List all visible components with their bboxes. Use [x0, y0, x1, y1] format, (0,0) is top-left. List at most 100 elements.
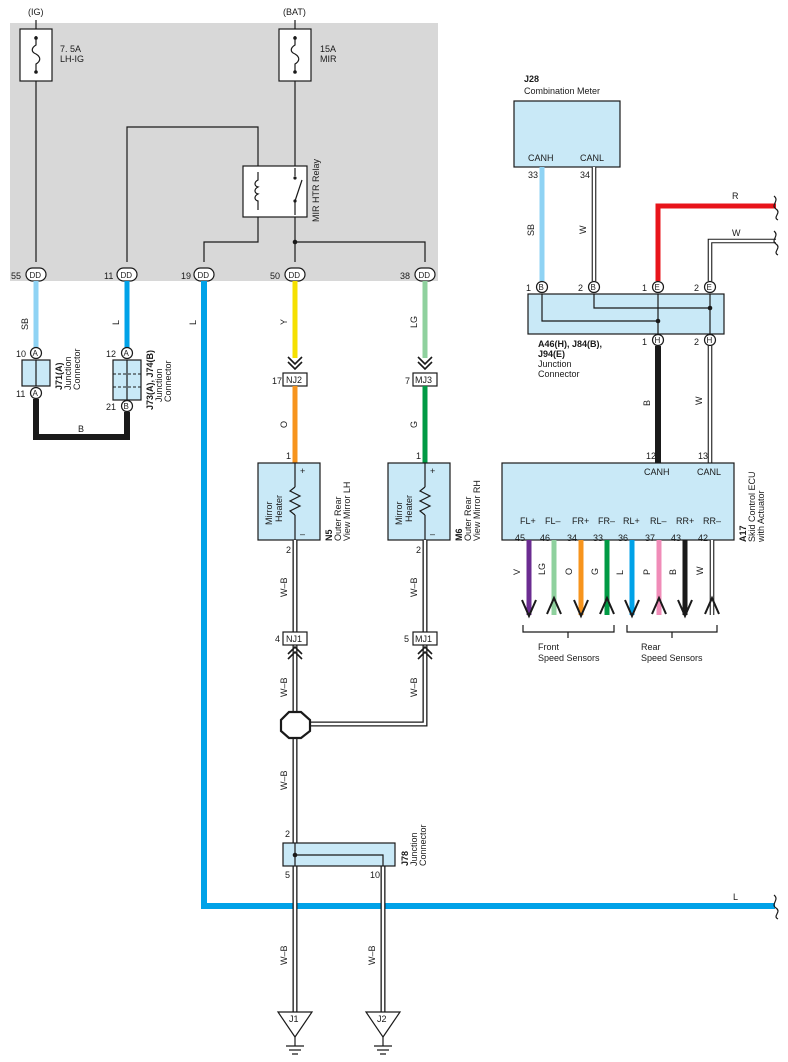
resistor-icon: [418, 486, 432, 516]
sensor-pin-number: 46: [540, 533, 550, 543]
speed-sensor-wires: FL+45VFL–46LGFR+34OFR–33GRL+36LRL–37PRR+…: [512, 516, 721, 619]
nj2-connector: 17 NJ2: [272, 372, 308, 387]
arrow-down-icon: [521, 599, 537, 619]
arrow-down-icon: [677, 599, 693, 619]
arrow-up-icon: [599, 595, 615, 615]
wire-label-wb: W–B: [279, 945, 289, 965]
dd-pin-number: 19: [181, 271, 191, 281]
dd-pin-38: 38 DD: [400, 267, 436, 282]
pin-number: 11: [16, 389, 25, 399]
sensor-wire-label: LG: [537, 563, 547, 575]
m6-mirror-heater: 1 + – Mirror Heater 2: [387, 451, 451, 555]
sensor-signal-label: FL–: [545, 516, 561, 526]
minus-sign: –: [300, 529, 305, 539]
a17-pin-canl: 13: [698, 451, 708, 461]
pin-letter: E: [707, 283, 712, 292]
arrow-up-icon: [704, 595, 720, 615]
pin-number: 5: [285, 870, 290, 880]
ground-label: J2: [377, 1014, 387, 1024]
dd-label: DD: [30, 271, 42, 280]
ig-label: (IG): [28, 7, 44, 17]
connector-label: MJ3: [415, 375, 432, 385]
dd-pin-11: 11 DD: [104, 267, 138, 282]
pin-number: 4: [275, 634, 280, 644]
junction-dot: [292, 239, 298, 245]
j73-name1: Junction: [154, 368, 164, 402]
wire-break-icon: [773, 894, 779, 920]
sensor-pin-number: 42: [698, 533, 708, 543]
sensor-signal-label: FR–: [598, 516, 615, 526]
pin-letter: A: [33, 349, 39, 358]
dd-pin-number: 38: [400, 271, 410, 281]
rear-sensors-label-1: Rear: [641, 642, 661, 652]
wire-label-sb-can: SB: [526, 224, 536, 236]
wire-label-y: Y: [279, 319, 289, 325]
sensor-wire-label: B: [668, 569, 678, 575]
n5-line1: Outer Rear: [333, 496, 343, 541]
sensor-signal-label: RR+: [676, 516, 694, 526]
ground-j1: J1: [276, 1011, 314, 1055]
a46-name2: Connector: [538, 369, 580, 379]
pin-letter: E: [655, 283, 660, 292]
pin-number: 1: [526, 283, 531, 293]
j71-connector: 10 A A 11: [16, 346, 51, 400]
j78-name2: Connector: [418, 824, 428, 866]
splice-octagon-icon: [279, 710, 312, 740]
sensor-pin-number: 37: [645, 533, 655, 543]
sensor-wire-label: W: [695, 566, 705, 575]
wire-label-b-loop: B: [78, 424, 84, 434]
panel-internal-wiring: [35, 81, 426, 262]
wire-label-w-right: W: [732, 228, 741, 238]
sensor-signal-label: RL+: [623, 516, 640, 526]
dd-pin-number: 50: [270, 271, 280, 281]
wire-label-g: G: [409, 421, 419, 428]
pin-letter: H: [655, 336, 661, 345]
sensor-signal-label: RR–: [703, 516, 721, 526]
wire-label-o: O: [279, 421, 289, 428]
wire-label-l-main: L: [188, 320, 198, 325]
pin-number: 1: [642, 337, 647, 347]
heater-label-1: Mirror: [394, 502, 404, 526]
mir-htr-relay: [242, 165, 308, 218]
j28-canl: CANL: [580, 153, 604, 163]
pin-number: 7: [405, 376, 410, 386]
relay-coil-icon: [254, 172, 260, 210]
m6-code: M6: [454, 528, 464, 541]
pin-number: 2: [416, 545, 421, 555]
ground-label: J1: [289, 1014, 299, 1024]
nj1-connector: 4 NJ1: [275, 631, 308, 646]
a46-name1: Junction: [538, 359, 572, 369]
j28-code: J28: [524, 74, 539, 84]
wire-label-wb: W–B: [279, 770, 289, 790]
n5-mirror-heater: 1 + – Mirror Heater 2: [257, 451, 321, 555]
ground-icon: [374, 1045, 392, 1055]
arrow-down-icon: [573, 599, 589, 619]
plus-sign: +: [430, 466, 435, 476]
pin-number: 2: [286, 545, 291, 555]
front-sensors-label-1: Front: [538, 642, 560, 652]
pin-letter: B: [124, 402, 129, 411]
dd-label: DD: [419, 271, 431, 280]
arrow-up-icon: [546, 595, 562, 615]
dd-pin-19: 19 DD: [181, 267, 215, 282]
pin-number: 10: [370, 870, 380, 880]
wire-label-w-canl: W: [694, 396, 704, 405]
connector-label: MJ1: [415, 634, 432, 644]
dd-label: DD: [289, 271, 301, 280]
j28-canh: CANH: [528, 153, 554, 163]
pin-number: 2: [285, 829, 290, 839]
wire-label-r: R: [732, 191, 739, 201]
sensor-pin-number: 43: [671, 533, 681, 543]
fuse-lh-ig: [19, 20, 53, 82]
wire-label-b-canh: B: [642, 400, 652, 406]
bat-label: (BAT): [283, 7, 306, 17]
j78-name1: Junction: [409, 832, 419, 866]
sensor-wire-label: P: [642, 569, 652, 575]
wire-label-wb: W–B: [409, 677, 419, 697]
pin-number: 1: [286, 451, 291, 461]
m6-line1: Outer Rear: [463, 496, 473, 541]
wire-label-w-can: W: [578, 225, 588, 234]
j28-pin-l: 34: [580, 170, 590, 180]
sensor-wire-label: L: [615, 570, 625, 575]
